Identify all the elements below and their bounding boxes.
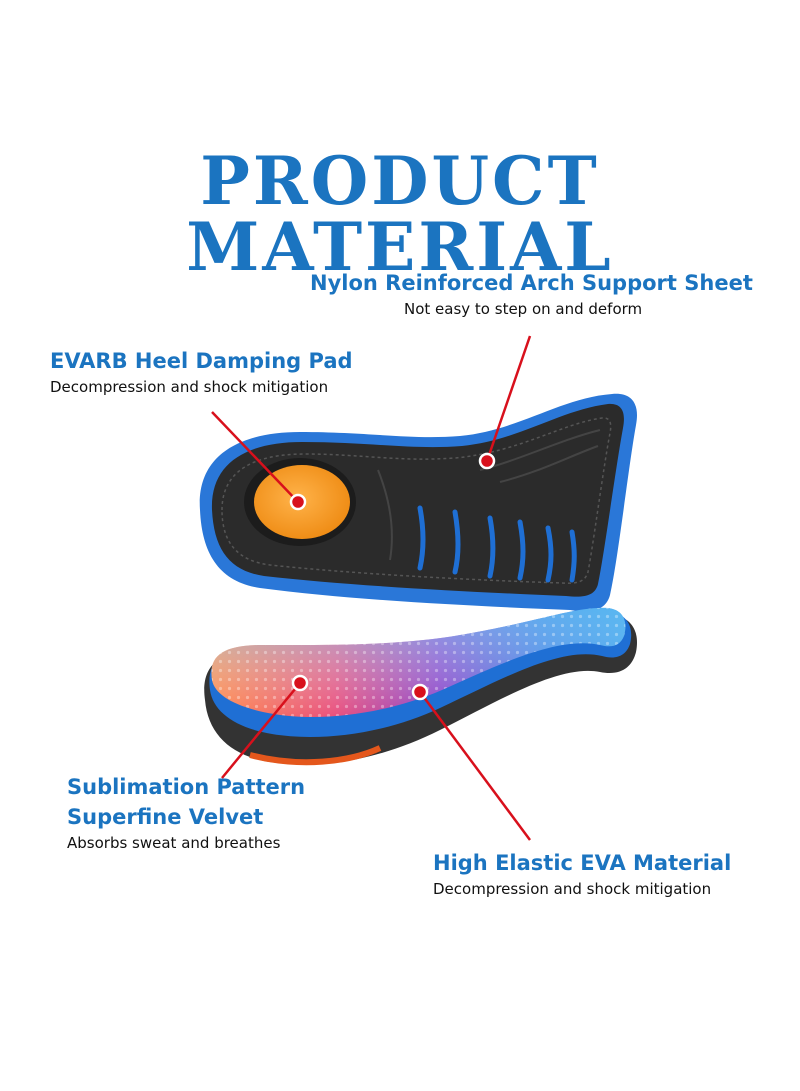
callout-eva-desc: Decompression and shock mitigation xyxy=(433,880,712,898)
callout-sublimation-heading-2: Superfine Velvet xyxy=(67,805,264,829)
insole-bottom-view xyxy=(199,393,638,612)
pointer-dot xyxy=(478,452,496,470)
insole-grip-slots xyxy=(417,505,577,583)
pointer-dot xyxy=(289,493,307,511)
pointer-sublimation xyxy=(221,674,309,779)
pointer-eva xyxy=(411,683,532,841)
callout-evarb-heading: EVARB Heel Damping Pad xyxy=(50,349,353,373)
callout-nylon-heading: Nylon Reinforced Arch Support Sheet xyxy=(310,271,753,295)
callout-sublimation-heading-1: Sublimation Pattern xyxy=(67,775,306,799)
pointer-dot xyxy=(411,683,429,701)
pointer-nylon xyxy=(478,335,532,470)
callout-nylon: Nylon Reinforced Arch Support Sheet Not … xyxy=(310,268,753,320)
callout-evarb-desc: Decompression and shock mitigation xyxy=(50,378,329,396)
callout-nylon-desc: Not easy to step on and deform xyxy=(404,300,643,318)
pointer-dot xyxy=(291,674,309,692)
callout-eva-heading: High Elastic EVA Material xyxy=(433,851,732,875)
callout-eva: High Elastic EVA Material Decompression … xyxy=(433,848,731,900)
insole-stitching xyxy=(221,417,612,584)
page-title: PRODUCT MATERIAL xyxy=(186,142,614,286)
callout-evarb: EVARB Heel Damping Pad Decompression and… xyxy=(50,346,353,398)
callout-sublimation: Sublimation Pattern Superfine Velvet Abs… xyxy=(67,772,305,854)
callout-sublimation-desc: Absorbs sweat and breathes xyxy=(67,834,281,852)
pointer-evarb xyxy=(211,411,307,511)
